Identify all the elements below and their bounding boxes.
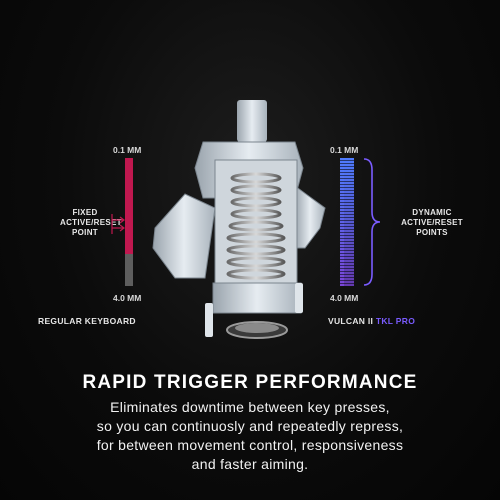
right-top-mm: 0.1 MM	[330, 145, 359, 155]
dynamic-label-line3: POINTS	[416, 228, 448, 237]
regular-active-segment	[125, 158, 133, 254]
right-bottom-mm: 4.0 MM	[330, 293, 359, 303]
description: Eliminates downtime between key presses,…	[0, 398, 500, 474]
description-line-2: so you can continuosly and repeatedly re…	[96, 418, 404, 434]
rapid-trigger-bar-shade	[344, 158, 354, 286]
dynamic-label-line2: ACTIVE/RESET	[401, 218, 463, 227]
regular-actuation-bar	[125, 158, 133, 286]
vulcan-title-accent: TKL PRO	[375, 316, 416, 326]
fixed-label-line3: POINT	[72, 228, 98, 237]
dynamic-points-label: DYNAMIC ACTIVE/RESET POINTS	[392, 208, 472, 238]
fixed-label-line2: ACTIVE/RESET	[60, 218, 122, 227]
fixed-point-arrows-icon	[111, 214, 125, 234]
regular-keyboard-title: REGULAR KEYBOARD	[38, 316, 136, 326]
rapid-trigger-bar	[340, 158, 354, 286]
dynamic-range-brace-icon	[363, 158, 381, 286]
left-top-mm: 0.1 MM	[113, 145, 142, 155]
left-bottom-mm: 4.0 MM	[113, 293, 142, 303]
regular-travel-segment	[125, 254, 133, 286]
vulcan-title-main: VULCAN II	[328, 316, 374, 326]
headline: RAPID TRIGGER PERFORMANCE	[82, 372, 418, 393]
dynamic-label-line1: DYNAMIC	[412, 208, 452, 217]
description-line-1: Eliminates downtime between key presses,	[110, 399, 390, 415]
vulcan-title: VULCAN II TKL PRO	[328, 316, 415, 326]
description-line-3: for between movement control, responsive…	[96, 437, 404, 453]
description-line-4: and faster aiming.	[191, 456, 309, 472]
fixed-point-label: FIXED ACTIVE/RESET POINT	[60, 208, 122, 238]
key-switch-illustration	[152, 100, 326, 339]
fixed-label-line1: FIXED	[72, 208, 98, 217]
